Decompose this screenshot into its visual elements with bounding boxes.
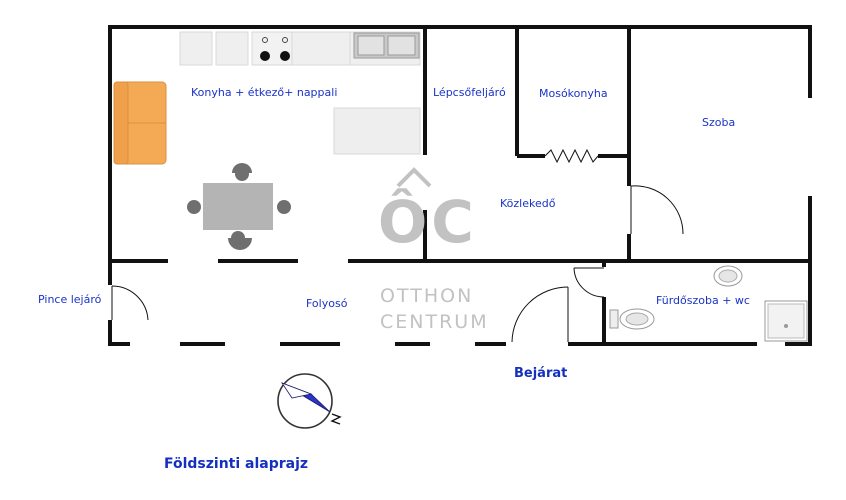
room-label-corridor: Folyosó: [306, 297, 348, 310]
room-label-kitchen: Konyha + étkező+ nappali: [191, 86, 338, 99]
room-label-stairs: Lépcsőfeljáró: [433, 86, 506, 99]
sofa: [113, 81, 167, 165]
room-label-laundry: Mosókonyha: [539, 87, 608, 100]
room-label-hallway: Közlekedő: [500, 197, 556, 210]
watermark-line2: CENTRUM: [380, 311, 489, 333]
room-label-bathroom: Fürdőszoba + wc: [656, 294, 750, 307]
watermark-monogram: ÔC: [378, 188, 478, 256]
sliding-door: [544, 148, 599, 164]
watermark-logo: [396, 167, 432, 188]
shower-icon: [764, 300, 808, 342]
washbasin-icon: [713, 265, 743, 287]
windows: [130, 98, 812, 346]
room-label-cellar: Pince lejáró: [38, 293, 102, 306]
room-label-room: Szoba: [702, 116, 736, 129]
sink-icon: [353, 32, 420, 59]
door-icon: [627, 185, 684, 235]
dining-table: [187, 163, 291, 250]
door-icon: [506, 286, 569, 346]
toilet-icon: [609, 308, 655, 330]
watermark-line1: OTTHON: [380, 285, 474, 307]
door-icon: [573, 267, 608, 298]
compass-icon: [277, 373, 342, 429]
stove-icon: [260, 37, 290, 61]
entrance-label: Bejárat: [514, 366, 568, 381]
door-icon: [107, 285, 149, 321]
plan-title: Földszinti alaprajz: [164, 456, 309, 472]
